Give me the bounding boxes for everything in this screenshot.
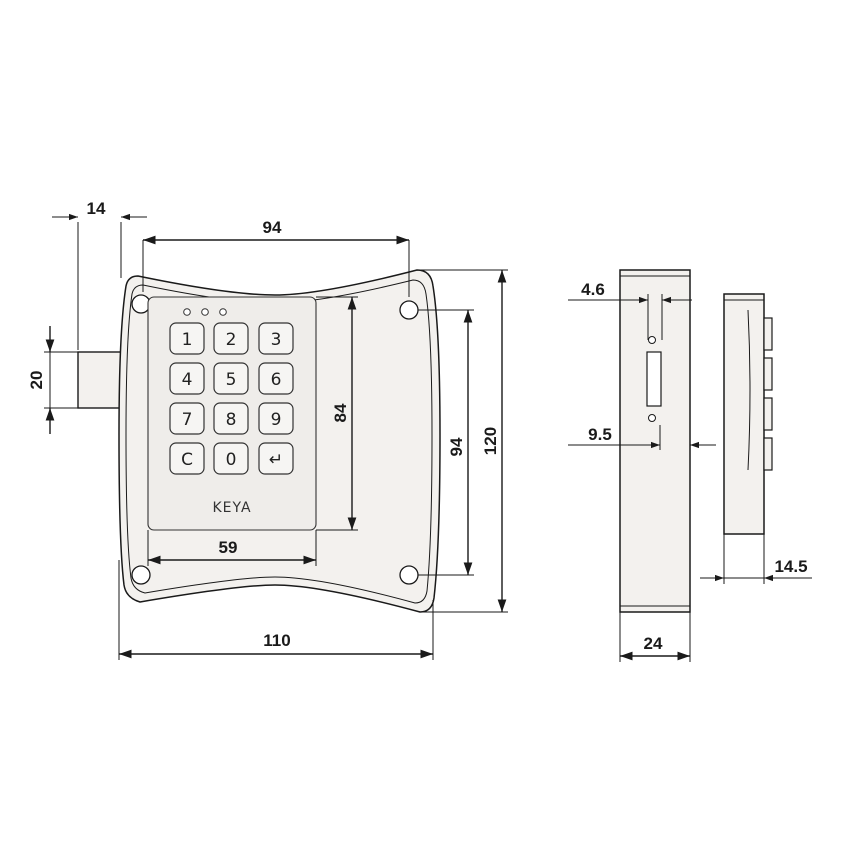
key-9 xyxy=(258,402,294,435)
svg-text:14.5: 14.5 xyxy=(774,557,807,576)
key-label: 6 xyxy=(271,370,282,390)
dimension-overall-width: 110 xyxy=(118,560,434,660)
dimension-side-depth: 24 xyxy=(619,612,691,662)
lock-body-inner-outline xyxy=(125,279,433,604)
key-0 xyxy=(213,442,249,475)
mounting-hole-top-right xyxy=(399,300,419,320)
key-2 xyxy=(213,322,249,355)
dimension-bolt-height: 20 xyxy=(27,326,78,434)
svg-text:94: 94 xyxy=(263,218,282,237)
key-label: 5 xyxy=(226,370,237,390)
key-label: 8 xyxy=(226,410,237,430)
side-hole-bottom xyxy=(648,414,656,422)
end-view: 14.5 xyxy=(700,293,812,584)
svg-text:120: 120 xyxy=(481,427,500,455)
dimension-hole-spacing-vertical: 94 xyxy=(418,309,474,576)
front-view: 1 2 3 4 5 6 7 8 9 C 0 ↵ KEYA xyxy=(27,199,508,660)
dimension-side-a: 4.6 xyxy=(568,280,692,340)
svg-text:9.5: 9.5 xyxy=(588,425,612,444)
dimension-keypad-height: 84 xyxy=(316,296,358,531)
side-hole-top xyxy=(648,336,656,344)
keypad-keys: 1 2 3 4 5 6 7 8 9 C 0 ↵ xyxy=(169,322,294,475)
svg-text:14: 14 xyxy=(87,199,106,218)
key-label: 2 xyxy=(226,330,237,350)
mounting-hole-top-left xyxy=(131,294,151,314)
svg-text:110: 110 xyxy=(263,631,290,650)
key-label: 3 xyxy=(271,330,282,350)
key-5 xyxy=(213,362,249,395)
side-body xyxy=(619,269,691,613)
key-label: 9 xyxy=(271,410,282,430)
side-bolt-slot xyxy=(646,351,662,407)
svg-text:94: 94 xyxy=(447,437,466,456)
key-enter xyxy=(258,442,294,475)
side-view: 4.6 9.5 24 xyxy=(568,269,716,662)
key-label: 7 xyxy=(182,410,193,430)
key-label: C xyxy=(181,450,193,470)
end-body xyxy=(723,293,765,535)
dimension-end-depth: 14.5 xyxy=(700,534,812,584)
key-4 xyxy=(169,362,205,395)
key-1 xyxy=(169,322,205,355)
svg-text:4.6: 4.6 xyxy=(581,280,605,299)
dimension-keypad-width: 59 xyxy=(147,530,317,566)
key-7 xyxy=(169,402,205,435)
key-8 xyxy=(213,402,249,435)
dimension-overall-height: 120 xyxy=(417,269,508,613)
svg-text:59: 59 xyxy=(219,538,238,557)
svg-text:20: 20 xyxy=(27,371,46,390)
enter-arrow-icon: ↵ xyxy=(269,450,283,470)
key-3 xyxy=(258,322,294,355)
mounting-hole-bottom-right xyxy=(399,565,419,585)
dimension-bolt-width: 14 xyxy=(52,199,147,350)
key-label: 1 xyxy=(182,330,193,350)
end-key-protrusions xyxy=(763,317,773,471)
dimension-hole-spacing-horizontal: 94 xyxy=(142,218,410,297)
key-clear xyxy=(169,442,205,475)
key-label: 4 xyxy=(182,370,193,390)
mounting-hole-bottom-left xyxy=(131,565,151,585)
brand-logo: KEYA xyxy=(212,500,251,516)
led-indicators xyxy=(183,308,227,316)
key-6 xyxy=(258,362,294,395)
svg-text:84: 84 xyxy=(331,403,350,422)
svg-text:24: 24 xyxy=(644,634,663,653)
dimension-side-b: 9.5 xyxy=(568,425,716,450)
key-label: 0 xyxy=(226,450,237,470)
bolt xyxy=(77,351,123,409)
